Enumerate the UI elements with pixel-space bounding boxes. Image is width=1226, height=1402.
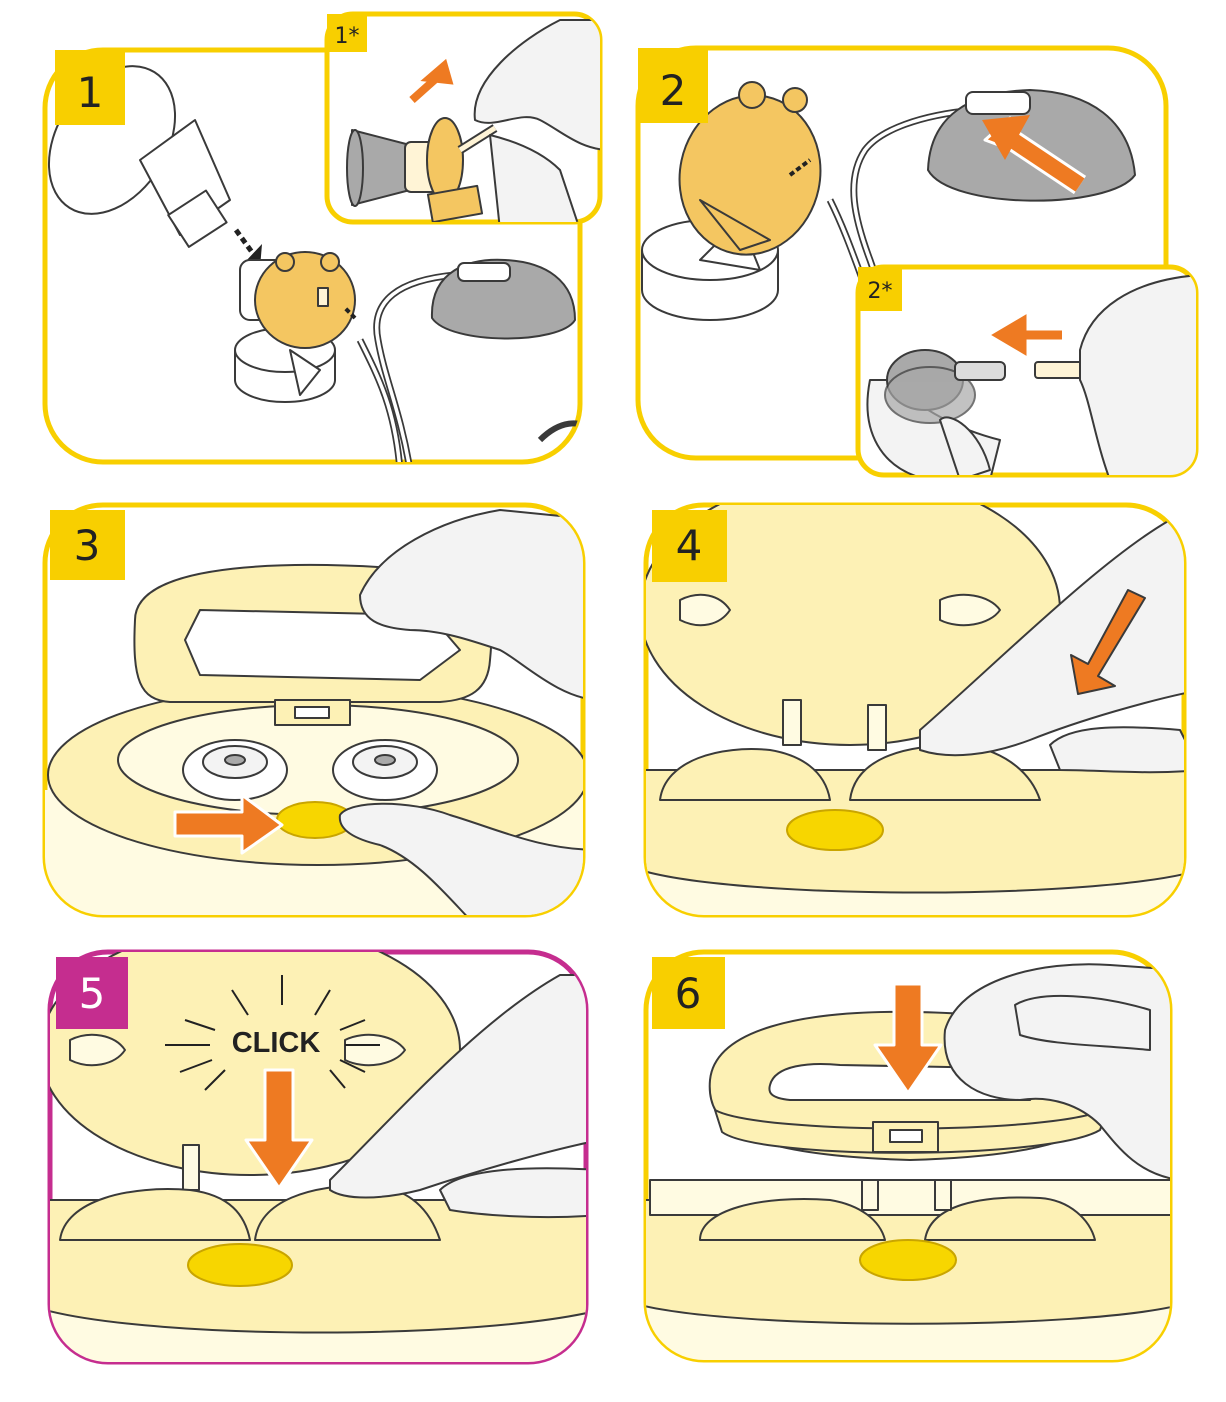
gloved-hand-icon bbox=[329, 974, 586, 1219]
click-burst-icon bbox=[165, 975, 380, 1091]
step-3-number: 3 bbox=[74, 521, 101, 570]
push-arrow-icon bbox=[173, 793, 284, 855]
step-4-panel: 4 bbox=[643, 502, 1187, 918]
gloved-hand-icon bbox=[939, 274, 1196, 475]
step-2-number: 2 bbox=[660, 66, 687, 115]
step-6-number: 6 bbox=[675, 969, 702, 1018]
cap-icon bbox=[430, 258, 576, 340]
gloved-hand-icon bbox=[919, 519, 1184, 774]
step-1-number: 1 bbox=[77, 68, 104, 117]
push-button-icon bbox=[859, 1239, 957, 1281]
gloved-hand-icon bbox=[943, 963, 1170, 1181]
step-3-panel: 3 bbox=[42, 502, 586, 918]
step-1-sub-badge bbox=[327, 14, 367, 52]
step-1-sub-panel bbox=[324, 11, 603, 225]
lid-icon bbox=[646, 505, 1061, 746]
step-4-number: 4 bbox=[676, 521, 703, 570]
push-button-icon bbox=[187, 1243, 293, 1287]
gloved-hand-icon bbox=[338, 509, 583, 915]
step-2-badge bbox=[638, 48, 708, 123]
gloved-hand-icon bbox=[473, 19, 600, 222]
click-caption: CLICK bbox=[232, 1027, 321, 1059]
push-arrow-icon bbox=[244, 1068, 314, 1190]
push-arrow-icon bbox=[991, 314, 1062, 356]
push-arrow-icon bbox=[873, 982, 943, 1095]
step-4-badge bbox=[652, 510, 727, 582]
step-2-panel: 2 2* bbox=[635, 45, 1199, 478]
valve-membrane-icon bbox=[254, 251, 356, 349]
step-6-panel: 6 bbox=[643, 949, 1173, 1363]
step-1-badge bbox=[55, 50, 125, 125]
push-button-icon bbox=[786, 809, 884, 851]
step-2-sub-badge bbox=[858, 267, 902, 311]
step-1-panel: 1 1* bbox=[42, 11, 603, 465]
push-arrow-icon bbox=[409, 58, 454, 103]
push-arrow-icon bbox=[1070, 589, 1146, 695]
step-1-sub-number: 1* bbox=[335, 24, 360, 49]
step-6-badge bbox=[652, 957, 725, 1029]
step-3-badge bbox=[50, 510, 125, 580]
step-5-panel: CLICK 5 bbox=[47, 949, 589, 1365]
step-2-sub-number: 2* bbox=[868, 279, 893, 304]
step-5-number: 5 bbox=[79, 969, 106, 1018]
step-5-badge bbox=[56, 957, 128, 1029]
step-2-sub-panel bbox=[855, 264, 1199, 478]
push-arrow-icon bbox=[1000, 128, 1085, 192]
valve-membrane-icon bbox=[678, 81, 822, 256]
